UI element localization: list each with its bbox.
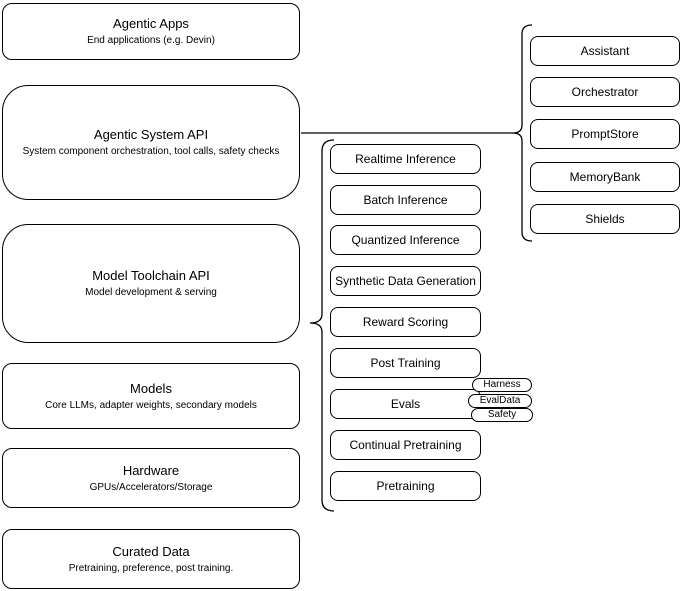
badge-label: EvalData <box>479 395 521 406</box>
node-continual-pretraining: Continual Pretraining <box>330 430 481 460</box>
node-label: Orchestrator <box>571 85 639 99</box>
node-batch-inference: Batch Inference <box>330 185 481 215</box>
node-label: Synthetic Data Generation <box>335 274 476 288</box>
node-synthetic-data-generation: Synthetic Data Generation <box>330 266 481 296</box>
node-label: Evals <box>390 397 421 411</box>
node-pretraining: Pretraining <box>330 471 481 501</box>
node-shields: Shields <box>530 204 680 234</box>
badge-safety: Safety <box>471 408 533 422</box>
node-memorybank: MemoryBank <box>530 162 680 192</box>
node-label: Realtime Inference <box>355 152 456 166</box>
node-label: Batch Inference <box>363 193 448 207</box>
brace-toolchain <box>309 139 335 512</box>
node-title: Models <box>130 380 172 396</box>
node-subtitle: End applications (e.g. Devin) <box>87 35 215 46</box>
node-agentic-system-api: Agentic System API System component orch… <box>2 85 300 200</box>
node-model-toolchain-api: Model Toolchain API Model development & … <box>2 224 300 343</box>
node-title: Model Toolchain API <box>92 268 210 283</box>
node-title: Hardware <box>122 462 180 478</box>
node-label: Reward Scoring <box>362 315 449 329</box>
badge-evaldata: EvalData <box>468 394 532 408</box>
node-quantized-inference: Quantized Inference <box>330 225 481 255</box>
badge-label: Harness <box>483 379 521 390</box>
node-post-training: Post Training <box>330 348 481 378</box>
badge-label: Safety <box>487 409 517 420</box>
node-curated-data: Curated Data Pretraining, preference, po… <box>2 529 300 589</box>
node-realtime-inference: Realtime Inference <box>330 144 481 174</box>
node-orchestrator: Orchestrator <box>530 77 680 107</box>
node-label: Continual Pretraining <box>349 438 462 452</box>
node-subtitle: Pretraining, preference, post training. <box>68 562 234 574</box>
node-evals: Evals <box>330 389 481 419</box>
node-promptstore: PromptStore <box>530 119 680 149</box>
node-title: Agentic System API <box>93 127 209 142</box>
node-label: Post Training <box>370 356 441 370</box>
node-reward-scoring: Reward Scoring <box>330 307 481 337</box>
node-agentic-apps: Agentic Apps End applications (e.g. Devi… <box>2 3 300 60</box>
node-label: MemoryBank <box>569 170 641 184</box>
node-title: Agentic Apps <box>113 16 189 31</box>
node-subtitle: Core LLMs, adapter weights, secondary mo… <box>45 399 257 411</box>
node-subtitle: GPUs/Accelerators/Storage <box>89 481 213 493</box>
node-label: PromptStore <box>571 127 639 141</box>
node-hardware: Hardware GPUs/Accelerators/Storage <box>2 448 300 508</box>
badge-harness: Harness <box>472 378 532 392</box>
node-assistant: Assistant <box>530 36 680 66</box>
node-models: Models Core LLMs, adapter weights, secon… <box>2 363 300 429</box>
brace-system-components <box>512 24 533 242</box>
node-subtitle: System component orchestration, tool cal… <box>22 146 280 157</box>
node-label: Assistant <box>580 44 630 58</box>
node-title: Curated Data <box>112 543 190 559</box>
node-label: Shields <box>585 212 625 226</box>
node-label: Quantized Inference <box>351 233 460 247</box>
node-label: Pretraining <box>376 479 435 493</box>
node-subtitle: Model development & serving <box>85 287 217 298</box>
